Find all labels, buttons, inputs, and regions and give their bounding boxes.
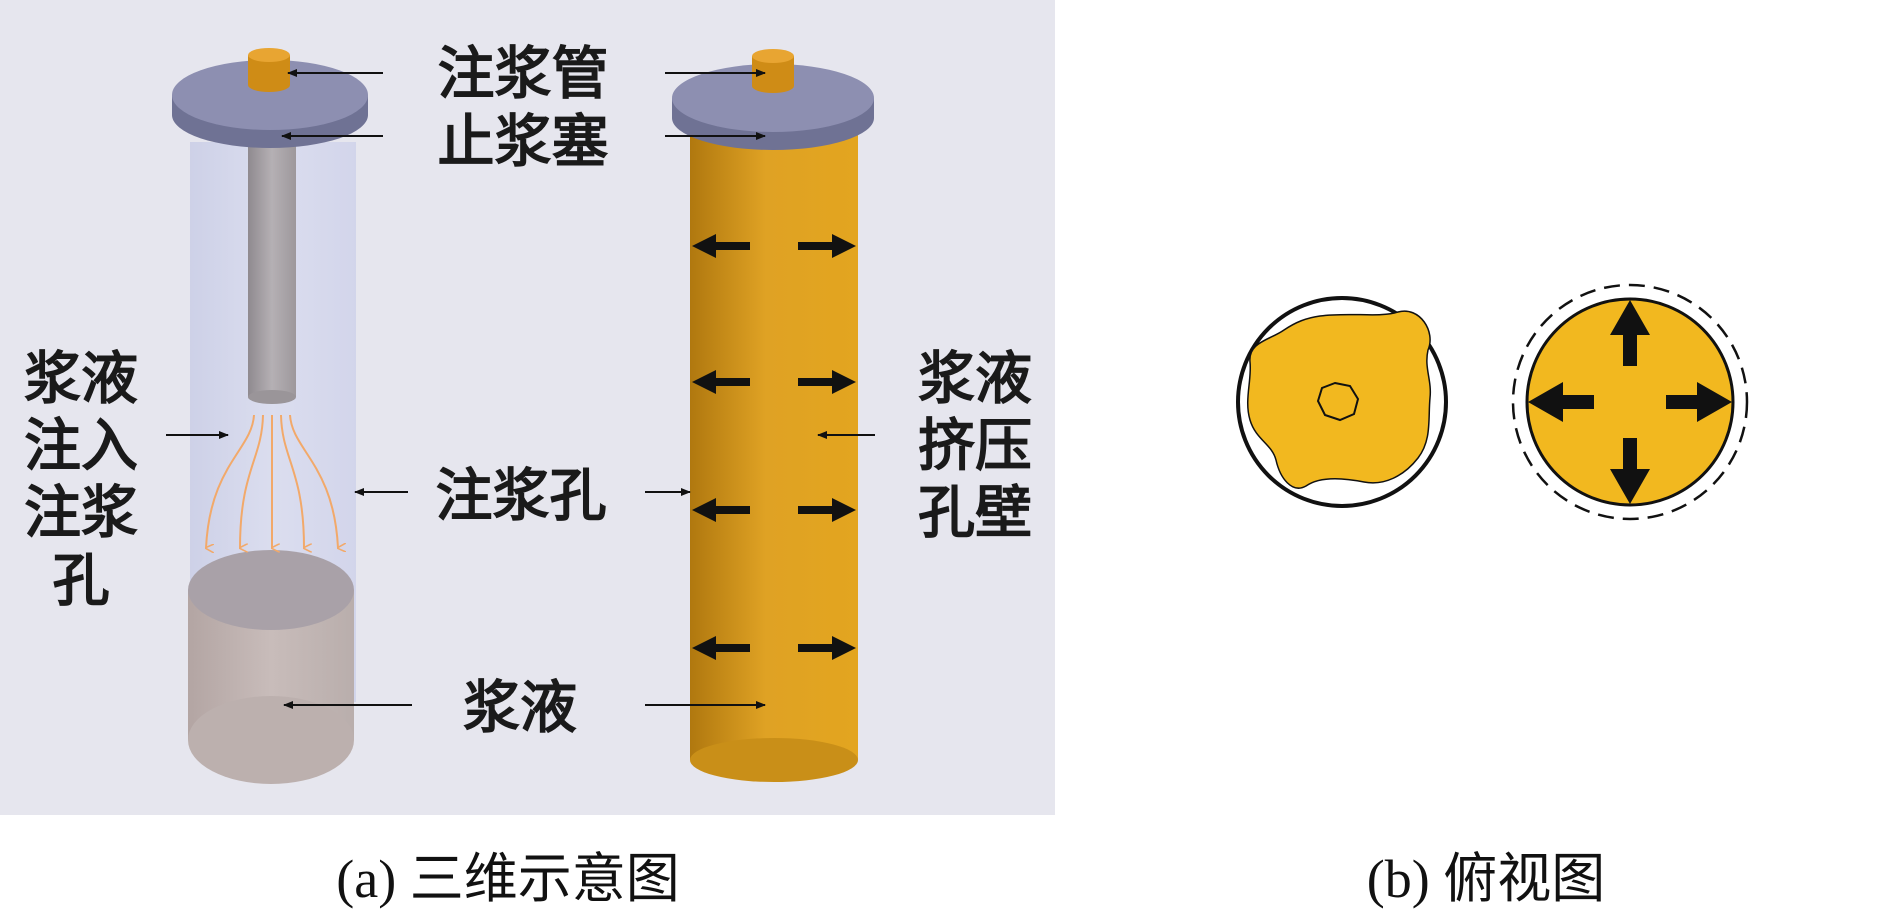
panel-a-background bbox=[0, 0, 1055, 815]
label-right-line-1: 浆液 bbox=[918, 345, 1032, 412]
label-left-line-3: 注浆 bbox=[24, 479, 138, 546]
grout-pipe-section-icon bbox=[1316, 381, 1360, 422]
left-borehole-cylinder bbox=[172, 48, 368, 784]
label-grout-pipe: 注浆管 bbox=[438, 40, 609, 107]
irregular-slurry-blob bbox=[1247, 310, 1432, 489]
label-slurry: 浆液 bbox=[463, 674, 577, 741]
pressure-arrows bbox=[692, 234, 856, 660]
caption-b: (b) 俯视图 bbox=[1367, 849, 1605, 909]
grout-pipe-head-right bbox=[752, 49, 794, 93]
grout-flow-lines bbox=[206, 414, 338, 548]
pressure-arrow-right bbox=[798, 498, 856, 522]
arrow-up-icon bbox=[1610, 300, 1650, 366]
label-right-line-2: 挤压 bbox=[918, 412, 1032, 479]
arrow-left-icon bbox=[1528, 382, 1594, 422]
pressure-arrow-right bbox=[798, 636, 856, 660]
label-left-line-4: 孔 bbox=[53, 547, 110, 614]
grout-pipe-head-left bbox=[248, 48, 290, 92]
pressure-arrow-left bbox=[692, 370, 750, 394]
slurry-slug bbox=[188, 550, 354, 784]
caption-a: (a) 三维示意图 bbox=[336, 849, 679, 909]
arrow-down-icon bbox=[1610, 438, 1650, 504]
panel-a-labels: 注浆管 止浆塞 注浆孔 浆液 浆液 注入 注浆 孔 浆液 挤压 孔壁 bbox=[24, 40, 1032, 741]
pointer-lines bbox=[166, 69, 875, 709]
arrow-right-icon bbox=[1666, 382, 1732, 422]
top-view-before bbox=[1236, 296, 1448, 508]
grout-stopper-left bbox=[172, 60, 368, 148]
pressure-arrow-left bbox=[692, 636, 750, 660]
label-left-line-1: 浆液 bbox=[24, 345, 138, 412]
label-left-line-2: 注入 bbox=[24, 412, 138, 479]
label-grout-hole: 注浆孔 bbox=[436, 462, 607, 529]
pressure-arrow-left bbox=[692, 234, 750, 258]
radial-pressure-arrows bbox=[1528, 300, 1732, 504]
top-view-after bbox=[1511, 283, 1749, 521]
label-grout-stopper: 止浆塞 bbox=[438, 108, 609, 175]
pressure-arrow-right bbox=[798, 370, 856, 394]
right-borehole-cylinder bbox=[672, 49, 874, 782]
grout-pipe-shaft bbox=[248, 135, 296, 397]
pressure-arrow-right bbox=[798, 234, 856, 258]
label-right-line-3: 孔壁 bbox=[918, 479, 1032, 546]
pressure-arrow-left bbox=[692, 498, 750, 522]
